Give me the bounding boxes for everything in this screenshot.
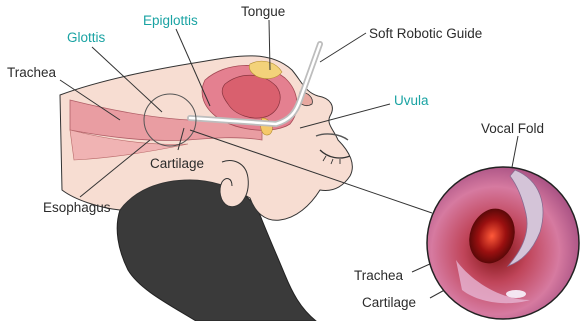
label-cartilage-inset: Cartilage: [362, 295, 416, 310]
label-esophagus: Esophagus: [43, 200, 111, 215]
label-trachea-inset: Trachea: [354, 268, 404, 283]
label-epiglottis: Epiglottis: [143, 13, 198, 28]
label-uvula: Uvula: [394, 93, 429, 108]
label-tongue: Tongue: [241, 4, 285, 19]
label-glottis: Glottis: [67, 30, 106, 45]
label-cartilage-left: Cartilage: [150, 156, 204, 171]
label-trachea-left: Trachea: [7, 65, 57, 80]
head-illustration: [60, 44, 352, 321]
endoscopic-inset: [427, 167, 579, 319]
label-vocal-fold: Vocal Fold: [481, 121, 544, 136]
label-soft-robotic-guide: Soft Robotic Guide: [369, 26, 482, 41]
